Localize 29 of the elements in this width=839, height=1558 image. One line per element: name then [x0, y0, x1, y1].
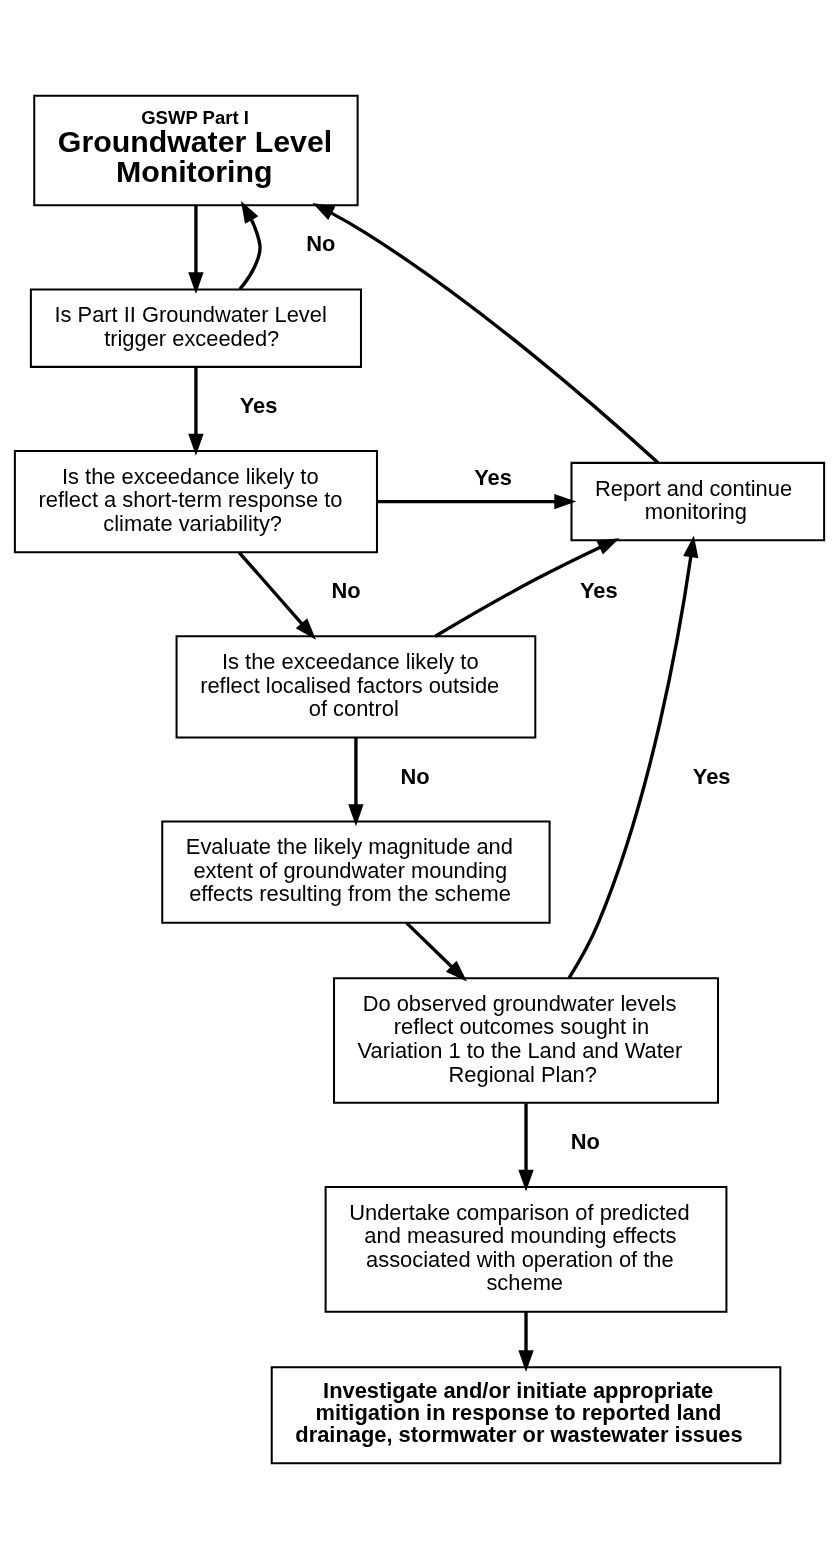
arrow — [518, 1102, 534, 1192]
arrow — [188, 204, 204, 294]
edge-label: Yes — [692, 763, 731, 789]
node-box: Investigate and/or initiate appropriate mitigation in response to reported land drainage, stormwater or wastewater issues — [270, 1365, 782, 1464]
arrow — [312, 202, 660, 464]
edge-label: No — [400, 763, 430, 789]
edge-label: No — [331, 577, 361, 603]
edge-label: No — [570, 1128, 600, 1154]
arrow — [567, 534, 699, 979]
arrow — [434, 537, 620, 638]
arrow — [188, 367, 204, 456]
arrow — [518, 1311, 534, 1372]
node-box: Undertake comparison of predicted and measured mounding effects associated with operation of the scheme — [324, 1185, 728, 1313]
arrow — [377, 493, 577, 509]
edge-label: No — [306, 230, 336, 256]
node-box: Do observed groundwater levels reflect outcomes sought in Variation 1 to the Land and Water Regional Plan? — [333, 976, 719, 1104]
edge-label: Yes — [579, 577, 618, 603]
arrow — [237, 550, 316, 640]
arrow — [348, 737, 364, 826]
node-box: GSWP Part I Groundwater Level Monitoring — [33, 94, 359, 206]
node-box: Is Part II Groundwater Level trigger exceeded? — [29, 287, 362, 368]
arrow — [405, 921, 467, 982]
node-box: Evaluate the likely magnitude and extent of groundwater mounding effects resulting from the scheme — [161, 820, 551, 924]
node-box: Is the exceedance likely to reflect a short-term response to climate variability? — [13, 449, 378, 553]
arrow — [238, 200, 262, 290]
node-box: Report and continue monitoring — [570, 461, 826, 541]
edge-label: Yes — [239, 392, 278, 418]
edge-label: Yes — [474, 464, 512, 490]
node-box: Is the exceedance likely to reflect localised factors outside of control — [175, 634, 537, 738]
